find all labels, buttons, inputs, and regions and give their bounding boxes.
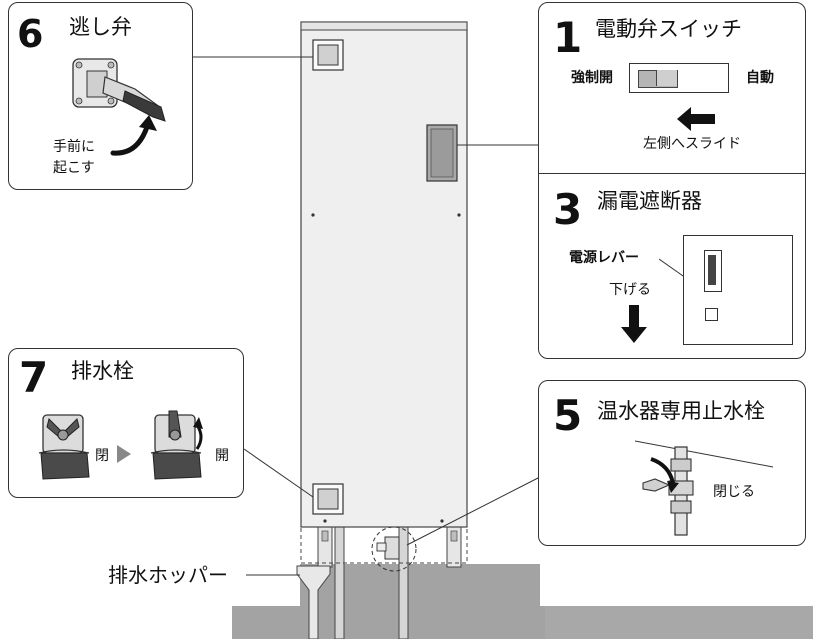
motorized-valve-switch[interactable] (629, 63, 729, 93)
drain-plug-closed-icon (38, 414, 90, 480)
step-number: 3 (553, 185, 583, 234)
panel-stop-valve: 5 温水器専用止水栓 閉じる (538, 380, 806, 546)
curved-arrow-icon (110, 115, 157, 156)
panel-title: 電動弁スイッチ (595, 17, 742, 41)
divider (539, 173, 805, 174)
panel-relief-valve: 6 逃し弁 手前に 起こす (8, 2, 193, 190)
step-number: 5 (553, 391, 583, 440)
step-number: 6 (17, 12, 44, 56)
switch-slider (656, 70, 677, 86)
panel-drain-plug: 7 排水栓 閉 開 (8, 348, 244, 498)
left-arrow-icon (677, 107, 715, 131)
panel-title: 排水栓 (71, 359, 134, 383)
stand-base-outline (300, 526, 468, 564)
pipe-right (398, 526, 409, 639)
stop-valve-highlight (371, 526, 417, 572)
pipe-left (334, 526, 345, 639)
water-heater-body (300, 21, 468, 528)
breaker-indicator (705, 308, 718, 321)
switch-right-label: 自動 (746, 70, 774, 86)
open-label: 開 (215, 448, 229, 464)
lever-instruction: 下げる (609, 282, 651, 298)
drain-plug-open-icon (150, 410, 203, 480)
panel-title: 温水器専用止水栓 (597, 399, 765, 423)
earth-leakage-breaker (683, 235, 793, 345)
instruction-line-2: 起こす (53, 160, 95, 176)
drain-hopper-label: 排水ホッパー (108, 563, 228, 587)
step-number: 7 (19, 353, 49, 402)
right-triangle-icon (117, 445, 131, 463)
panel-title: 逃し弁 (69, 15, 132, 39)
closed-label: 閉 (95, 448, 109, 464)
valve-instruction: 閉じる (713, 484, 755, 500)
instruction-line-1: 手前に (53, 139, 95, 155)
step-number: 1 (553, 13, 583, 62)
relief-valve-icon (72, 58, 166, 122)
stop-valve-icon (634, 440, 774, 536)
lever-label: 電源レバー (569, 250, 639, 266)
breaker-lever[interactable] (704, 250, 722, 292)
panel-title: 漏電遮断器 (597, 189, 702, 213)
switch-left-label: 強制開 (571, 70, 613, 86)
panel-switch-breaker: 1 電動弁スイッチ 強制開 自動 左側へスライド 3 漏電遮断器 電源レバー 下… (538, 2, 806, 359)
drain-hopper (296, 565, 331, 639)
switch-instruction: 左側へスライド (643, 136, 741, 152)
down-arrow-icon (621, 305, 647, 343)
